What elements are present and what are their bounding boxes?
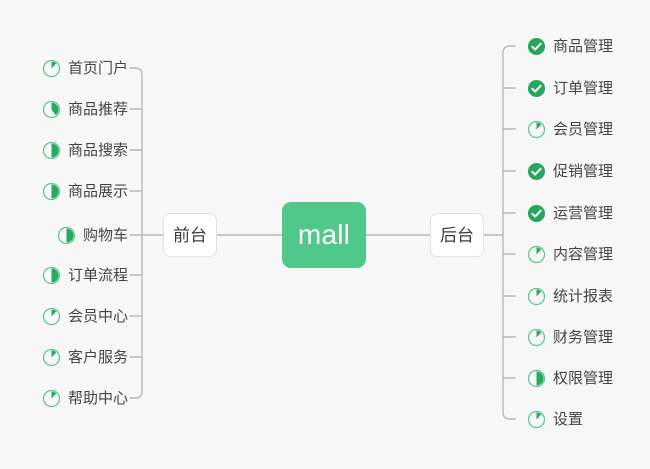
leaf-node-front-8[interactable]: 帮助中心 [42,385,128,411]
pie-progress-icon [42,266,61,285]
leaf-node-front-5[interactable]: 订单流程 [42,262,128,288]
leaf-node-label: 商品推荐 [67,100,128,118]
leaf-node-label: 帮助中心 [67,389,128,407]
center-node-label: mall [297,219,351,250]
leaf-node-back-6[interactable]: 统计报表 [527,283,613,309]
leaf-node-label: 统计报表 [553,287,614,305]
leaf-node-back-2[interactable]: 会员管理 [527,116,613,142]
pie-progress-icon [42,59,61,78]
pie-progress-icon [527,328,546,347]
leaf-node-label: 设置 [553,410,584,428]
pie-progress-icon [527,245,546,264]
check-circle-icon [527,204,546,223]
leaf-node-label: 财务管理 [553,328,614,346]
pie-progress-icon [42,182,61,201]
leaf-node-front-3[interactable]: 商品展示 [42,178,128,204]
branch-node-back[interactable]: 后台 [430,213,484,257]
leaf-node-front-1[interactable]: 商品推荐 [42,96,128,122]
pie-progress-icon [42,100,61,119]
leaf-node-label: 订单流程 [67,266,128,284]
pie-progress-icon [42,389,61,408]
center-node-mall[interactable]: mall [282,202,366,268]
leaf-node-label: 首页门户 [67,59,128,77]
pie-progress-icon [527,410,546,429]
pie-progress-icon [42,141,61,160]
pie-progress-icon [42,307,61,326]
check-circle-icon [527,162,546,181]
leaf-node-label: 内容管理 [553,245,614,263]
leaf-node-label: 权限管理 [553,369,614,387]
leaf-node-label: 订单管理 [553,79,614,97]
pie-progress-icon [527,120,546,139]
pie-progress-icon [527,369,546,388]
leaf-node-label: 促销管理 [553,162,614,180]
leaf-node-back-1[interactable]: 订单管理 [527,75,613,101]
leaf-node-front-7[interactable]: 客户服务 [42,344,128,370]
leaf-node-back-0[interactable]: 商品管理 [527,33,613,59]
leaf-node-label: 会员管理 [553,120,614,138]
pie-progress-icon [42,348,61,367]
check-circle-icon [527,79,546,98]
pie-progress-icon [527,287,546,306]
leaf-node-back-4[interactable]: 运营管理 [527,200,613,226]
leaf-node-label: 商品展示 [67,182,128,200]
leaf-node-front-4[interactable]: 购物车 [57,222,128,248]
branch-node-front-label: 前台 [173,225,207,245]
leaf-node-label: 会员中心 [67,307,128,325]
leaf-node-back-9[interactable]: 设置 [527,406,583,432]
leaf-node-back-3[interactable]: 促销管理 [527,158,613,184]
leaf-node-back-8[interactable]: 权限管理 [527,365,613,391]
branch-node-back-label: 后台 [440,225,474,245]
pie-progress-icon [57,226,76,245]
leaf-node-back-5[interactable]: 内容管理 [527,241,613,267]
leaf-node-label: 商品管理 [553,37,614,55]
leaf-node-label: 运营管理 [553,204,614,222]
branch-node-front[interactable]: 前台 [163,213,217,257]
check-circle-icon [527,37,546,56]
leaf-node-front-2[interactable]: 商品搜索 [42,137,128,163]
leaf-node-label: 客户服务 [67,348,128,366]
leaf-node-front-0[interactable]: 首页门户 [42,55,128,81]
leaf-node-label: 购物车 [82,226,128,244]
leaf-node-back-7[interactable]: 财务管理 [527,324,613,350]
leaf-node-front-6[interactable]: 会员中心 [42,303,128,329]
leaf-node-label: 商品搜索 [67,141,128,159]
